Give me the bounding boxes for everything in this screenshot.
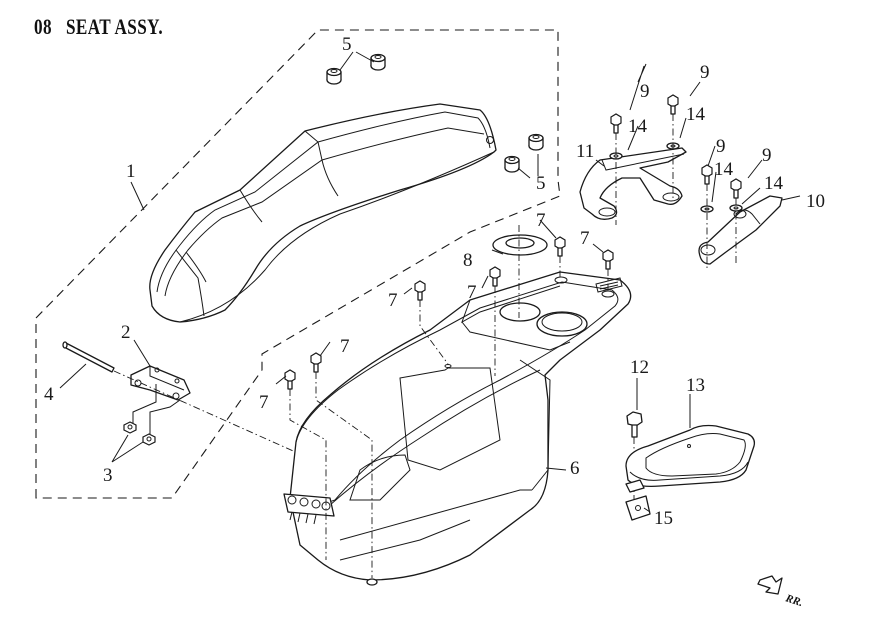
callout-8: 8 — [463, 250, 473, 271]
section-title: SEAT ASSY. — [65, 14, 164, 39]
hinge-axis-line — [113, 370, 301, 455]
callout-5-top: 5 — [342, 34, 352, 55]
rear-direction-indicator: RR. — [757, 575, 804, 609]
callout-14-b: 14 — [686, 104, 706, 125]
callout-7-e: 7 — [340, 336, 350, 357]
bolt-9-d[interactable] — [730, 178, 742, 199]
handle-axis-lines — [615, 114, 737, 268]
callout-9-d: 9 — [762, 145, 772, 166]
callout-14-d: 14 — [764, 173, 784, 194]
bolt-7-e[interactable] — [310, 352, 322, 373]
callout-7-d: 7 — [388, 290, 398, 311]
callout-2: 2 — [121, 322, 131, 343]
callout-14-a: 14 — [628, 116, 648, 137]
seat-bumper-1[interactable] — [326, 67, 342, 85]
left-grab-handle[interactable] — [579, 147, 687, 220]
bolt-9-b[interactable] — [667, 94, 679, 115]
callout-9-a: 9 — [640, 81, 650, 102]
callout-7-b: 7 — [580, 228, 590, 249]
callout-3: 3 — [103, 465, 113, 486]
grommet[interactable] — [492, 234, 548, 256]
nut-1[interactable] — [123, 421, 137, 434]
callout-9-b: 9 — [700, 62, 710, 83]
seat-assembly-boundary — [35, 29, 561, 499]
right-grab-handle[interactable] — [698, 195, 783, 265]
bolt-7-a[interactable] — [414, 280, 426, 301]
storage-box[interactable] — [283, 271, 632, 586]
direction-label: RR. — [783, 592, 804, 609]
callout-7-a: 7 — [536, 210, 546, 231]
clip-nut[interactable] — [625, 495, 651, 521]
callout-5-right: 5 — [536, 173, 546, 194]
seat-bumper-4[interactable] — [504, 155, 520, 173]
callout-7-f: 7 — [259, 392, 269, 413]
callout-6: 6 — [570, 458, 580, 479]
callout-1: 1 — [126, 161, 136, 182]
bolt-axis-lines — [289, 256, 609, 578]
seat[interactable] — [149, 103, 497, 323]
callout-15: 15 — [654, 508, 673, 529]
callout-4: 4 — [44, 384, 54, 405]
callout-11: 11 — [576, 141, 594, 162]
arrow-icon — [757, 575, 783, 595]
seat-bumper-3[interactable] — [528, 133, 544, 151]
callout-9-c: 9 — [716, 136, 726, 157]
bolt-7-f[interactable] — [284, 369, 296, 390]
callout-14-c: 14 — [714, 159, 734, 180]
nut-guide-line — [132, 384, 181, 436]
battery-cover[interactable] — [625, 424, 756, 493]
hinge-bracket[interactable] — [130, 365, 191, 401]
callout-13: 13 — [686, 375, 705, 396]
callout-12: 12 — [630, 357, 649, 378]
leader-lines — [59, 51, 801, 513]
callout-10: 10 — [806, 191, 825, 212]
callout-7-c: 7 — [467, 282, 477, 303]
bolt-7-b[interactable] — [489, 266, 501, 287]
diagram-title: 08 SEAT ASSY. — [34, 14, 163, 40]
screw[interactable] — [626, 411, 643, 438]
bolt-9-c[interactable] — [701, 164, 713, 185]
nut-2[interactable] — [142, 433, 156, 446]
bolt-9-a[interactable] — [610, 113, 622, 134]
bolt-7-c[interactable] — [554, 236, 566, 257]
seat-bumper-2[interactable] — [370, 53, 386, 71]
section-number: 08 — [34, 14, 52, 39]
hinge-pin[interactable] — [62, 341, 115, 373]
bolt-7-d[interactable] — [602, 249, 614, 270]
